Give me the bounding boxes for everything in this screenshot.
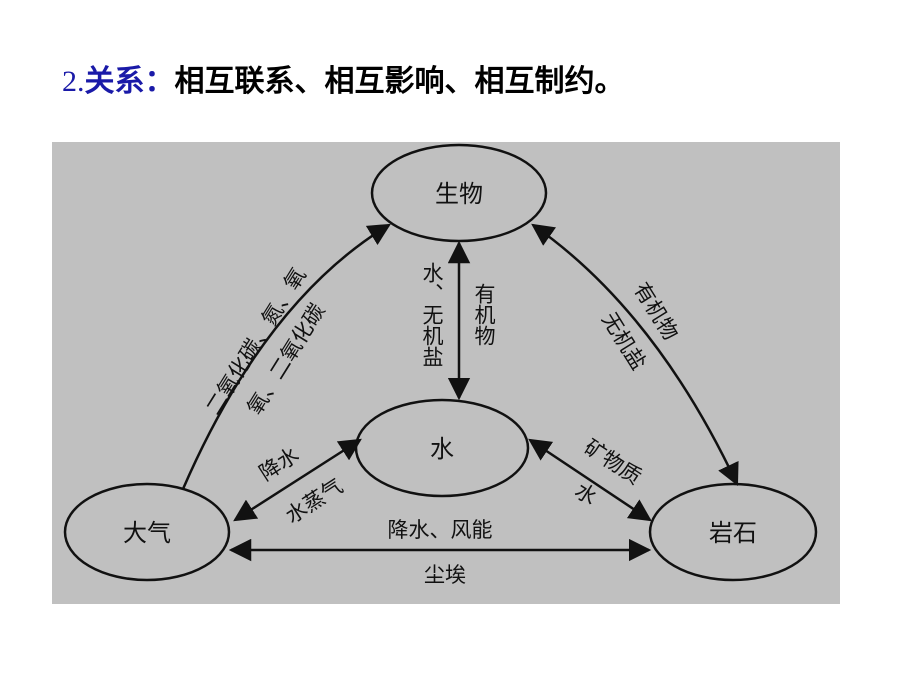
label-biology-to-water: 有机物 <box>472 283 496 346</box>
node-atmosphere-label: 大气 <box>123 519 171 547</box>
node-biology: 生物 <box>370 143 548 243</box>
label-atmosphere-to-rock: 降水、风能 <box>388 518 493 542</box>
label-biology-to-rock: 有机物 <box>629 278 683 344</box>
node-rock: 岩石 <box>648 482 818 582</box>
arrow-atmosphere-to-biology <box>181 223 391 490</box>
arrow-biology-to-rock <box>531 223 739 487</box>
label-water-to-atmosphere: 水蒸气 <box>281 474 347 528</box>
arrow-atmosphere-water <box>233 438 362 522</box>
node-biology-label: 生物 <box>435 180 483 208</box>
node-water-label: 水 <box>430 435 454 463</box>
label-water-to-biology: 水、无机盐 <box>420 262 444 367</box>
heading-number: 2. <box>62 65 85 98</box>
label-rock-to-biology: 无机盐 <box>597 308 651 374</box>
node-rock-label: 岩石 <box>709 519 757 547</box>
node-water: 水 <box>354 398 530 498</box>
slide-heading: 2.关系：相互联系、相互影响、相互制约。 <box>62 60 625 104</box>
heading-keyword: 关系： <box>84 64 175 99</box>
heading-text: 相互联系、相互影响、相互制约。 <box>174 64 625 99</box>
label-rock-to-atmosphere: 尘埃 <box>424 563 466 587</box>
arrow-rock-water <box>528 438 652 522</box>
node-atmosphere: 大气 <box>63 482 231 582</box>
label-atmosphere-to-water: 降水 <box>255 443 303 486</box>
